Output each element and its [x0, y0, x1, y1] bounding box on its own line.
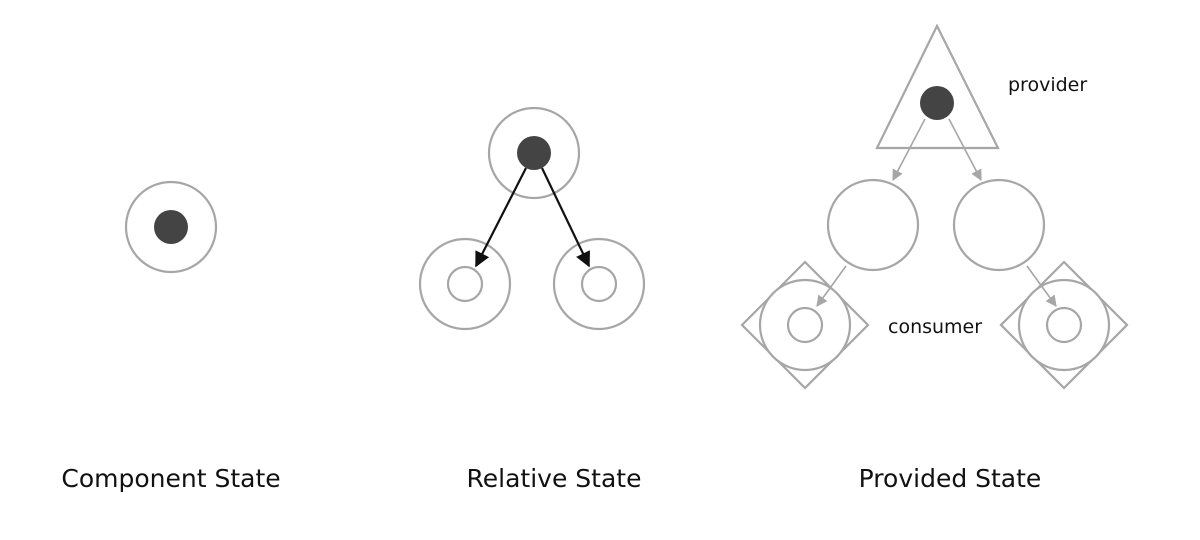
state-dot: [517, 136, 551, 170]
consumer-arrow-left: [816, 265, 847, 307]
consumer-label: consumer: [888, 316, 982, 338]
intermediate-circle-right: [952, 178, 1046, 272]
consumer-inner-circle-left: [786, 306, 824, 344]
state-arrow-left: [475, 167, 527, 268]
provider-arrow-right: [948, 118, 982, 181]
state-arrow-right: [541, 167, 590, 268]
consumer-inner-circle-right: [1045, 306, 1083, 344]
relative-state-caption: Relative State: [467, 464, 642, 493]
provider-label: provider: [1008, 74, 1087, 96]
provider-arrow-left: [892, 118, 926, 181]
component-state-panel: Component State: [61, 180, 281, 493]
relative-state-panel: Relative State: [418, 106, 646, 493]
child-inner-circle-right: [580, 265, 618, 303]
state-dot: [920, 86, 954, 120]
provided-state-panel: provider consumer Provided State: [740, 23, 1129, 493]
child-inner-circle-left: [446, 265, 484, 303]
state-dot: [154, 210, 188, 244]
provided-state-caption: Provided State: [859, 464, 1042, 493]
component-state-caption: Component State: [61, 464, 280, 493]
intermediate-circle-left: [826, 178, 920, 272]
consumer-arrow-right: [1026, 265, 1057, 307]
